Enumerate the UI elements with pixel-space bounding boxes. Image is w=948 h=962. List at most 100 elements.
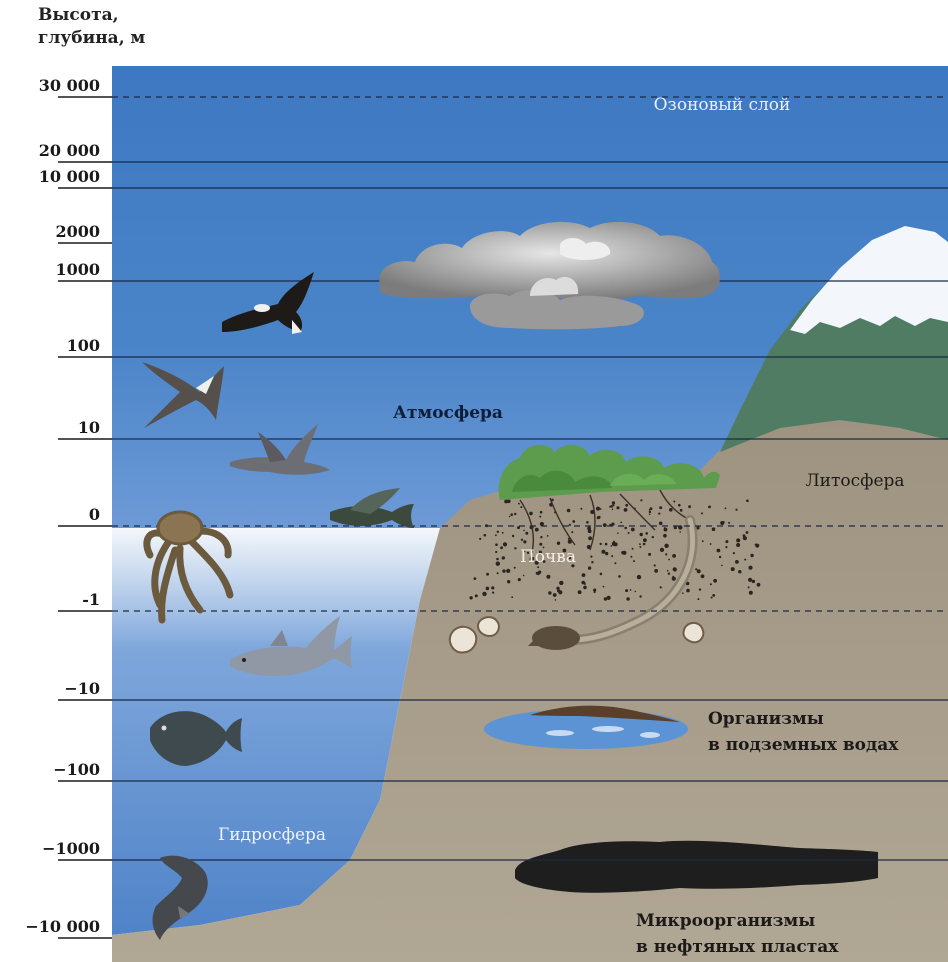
tick-label: −1000 [42,839,100,858]
soil-particle [596,507,600,511]
soil-particle [626,597,629,600]
soil-particle [603,523,607,527]
soil-particle [567,509,571,513]
soil-particle [525,532,528,535]
soil-particle [682,592,684,594]
soil-particle [558,590,562,594]
soil-particle [616,506,619,509]
soil-particle [486,573,489,576]
soil-particle [678,504,681,507]
soil-particle [748,586,750,588]
soil-particle [668,559,670,561]
soil-particle [645,532,648,535]
soil-particle [609,506,611,508]
soil-particle [600,573,603,576]
soil-particle [649,509,651,511]
soil-particle [702,540,704,542]
soil-particle [600,543,602,545]
soil-particle [496,558,499,561]
soil-particle [605,543,608,546]
soil-particle [659,522,663,526]
tick-label: 10 [78,418,100,437]
soil-particle [660,548,664,552]
soil-particle [697,569,701,573]
soil-particle [548,591,551,594]
soil-particle [588,529,592,533]
soil-particle [654,569,658,573]
soil-particle [584,583,586,585]
soil-particle [643,543,646,546]
soil-particle [725,546,727,548]
soil-particle [688,505,691,508]
soil-particle [507,580,510,583]
soil-particle [625,589,628,592]
soil-particle [639,595,641,597]
soil-particle [648,553,651,556]
soil-particle [539,543,542,546]
soil-particle [649,511,651,513]
soil-particle [511,596,513,598]
soil-particle [624,527,627,530]
soil-particle [588,536,592,540]
soil-particle [539,516,541,518]
soil-particle [669,508,673,512]
soil-particle [482,592,486,596]
soil-particle [538,571,541,574]
soil-particle [735,560,739,564]
soil-particle [719,556,721,558]
soil-particle [722,521,725,524]
soil-particle [667,570,669,572]
tick-label: 2000 [55,222,100,241]
tick-label: 100 [67,336,100,355]
groundwater-label-line2: в подземных водах [708,735,899,755]
soil-particle [521,539,523,541]
soil-particle [630,556,632,558]
soil-particle [625,504,628,507]
tick-label: −10 [64,679,100,698]
soil-particle [553,593,557,597]
soil-particle [658,513,660,515]
soil-particle [572,520,575,523]
oil-label-line2: в нефтяных пластах [636,937,839,957]
soil-particle [640,533,643,536]
soil-particle [665,553,667,555]
soil-particle [701,512,703,514]
soil-particle [664,544,668,548]
soil-particle [518,503,520,505]
soil-particle [686,589,690,593]
soil-particle [712,527,716,531]
soil-particle [586,521,589,524]
soil-particle [639,546,641,548]
soil-particle [660,586,662,588]
soil-particle [711,597,713,599]
soil-particle [748,566,752,570]
soil-particle [654,564,656,566]
soil-particle [580,508,582,510]
soil-particle [529,512,533,516]
soil-particle [500,546,503,549]
soil-particle [668,573,670,575]
soil-particle [611,555,613,557]
tick-label: 0 [89,505,100,524]
soil-particle [620,522,622,524]
soil-particle [663,534,667,538]
soil-particle [643,538,647,542]
soil-particle [479,538,481,540]
soil-particle [673,501,675,503]
soil-particle [713,579,717,583]
soil-particle [659,506,662,509]
soil-particle [652,536,654,538]
soil-particle [639,543,641,545]
soil-particle [736,538,740,542]
soil-particle [582,573,586,577]
soil-particle [486,587,490,591]
soil-particle [590,556,592,558]
soil-particle [474,577,477,580]
soil-particle [611,523,614,526]
soil-particle [540,511,543,514]
soil-particle [555,599,557,601]
soil-particle [504,500,508,504]
soil-particle [523,575,525,577]
soil-particle [630,589,632,591]
soil-particle [731,567,735,571]
